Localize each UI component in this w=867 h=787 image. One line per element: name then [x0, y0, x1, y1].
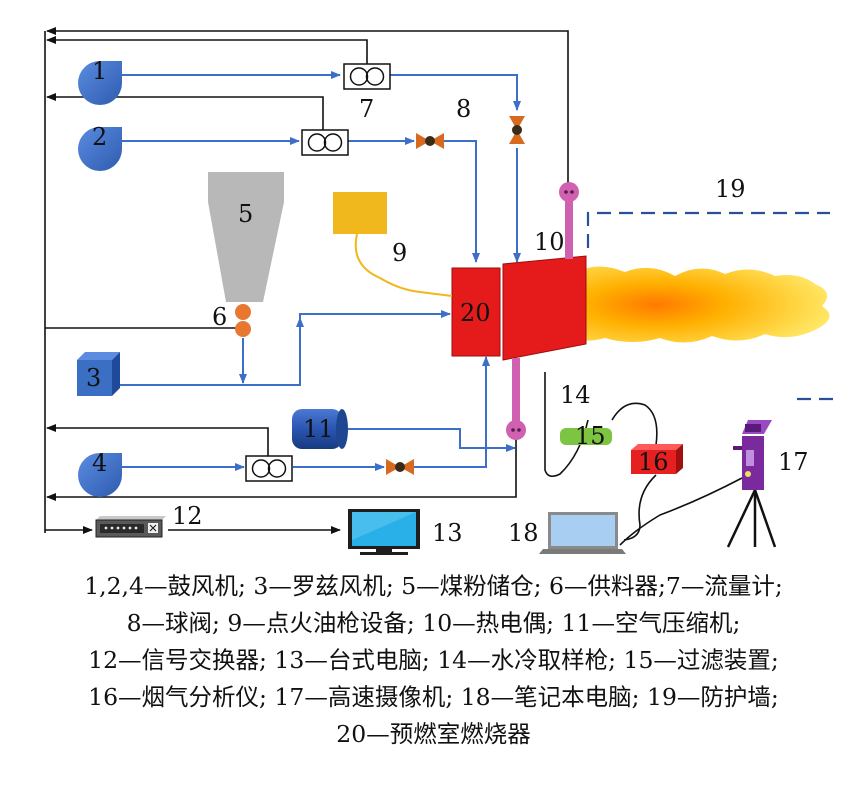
blower-2-icon	[78, 127, 122, 171]
gas-analyzer-16	[631, 444, 683, 474]
label-7: 7	[359, 95, 374, 123]
protective-wall-19	[586, 211, 833, 401]
signal-switch-12-icon	[95, 516, 166, 538]
thermocouple-10	[506, 182, 579, 440]
caption-line-5: 20—预燃室燃烧器	[336, 720, 531, 748]
label-4: 4	[92, 449, 107, 477]
ball-valve-vertical-icon	[509, 116, 525, 144]
feeder-6	[235, 304, 251, 337]
caption-line-3: 12—信号交换器; 13—台式电脑; 14—水冷取样枪; 15—过滤装置;	[88, 646, 779, 674]
label-12: 12	[172, 502, 203, 530]
combustor-20	[451, 255, 587, 361]
blower-4-icon	[78, 453, 122, 497]
label-16: 16	[638, 448, 669, 476]
figure-caption: 1,2,4—鼓风机; 3—罗兹风机; 5—煤粉储仓; 6—供料器;7—流量计; …	[0, 568, 867, 753]
label-10: 10	[534, 228, 565, 256]
label-11: 11	[303, 415, 334, 443]
label-18: 18	[508, 519, 539, 547]
label-3: 3	[86, 364, 101, 392]
number-labels: 1 2 3 4 5 6 7 8 9 10 11 12 13 14 15 16 1…	[86, 57, 809, 547]
desktop-computer-13-icon	[348, 509, 420, 555]
experimental-system-diagram: 1 2 3 4 5 6 7 8 9 10 11 12 13 14 15 16 1…	[44, 27, 833, 555]
label-15: 15	[575, 422, 606, 450]
ignition-device-9	[333, 192, 453, 297]
label-19: 19	[715, 175, 746, 203]
caption-line-1: 1,2,4—鼓风机; 3—罗兹风机; 5—煤粉储仓; 6—供料器;7—流量计;	[84, 572, 783, 600]
ball-valve-row2-icon	[416, 133, 444, 149]
air-supply-lines	[120, 71, 521, 471]
label-9: 9	[392, 239, 407, 267]
laptop-18-icon	[539, 512, 626, 554]
label-1: 1	[92, 57, 107, 85]
flowmeter-row4	[245, 455, 293, 482]
label-20: 20	[460, 299, 491, 327]
air-compressor-11	[292, 409, 348, 449]
ball-valve-row4-icon	[386, 459, 414, 475]
label-5: 5	[238, 200, 253, 228]
filter-15	[560, 428, 612, 445]
caption-line-2: 8—球阀; 9—点火油枪设备; 10—热电偶; 11—空气压缩机;	[126, 609, 741, 637]
signal-lines	[44, 27, 743, 546]
roots-blower-3-icon	[77, 352, 120, 396]
flowmeter-row1	[343, 63, 391, 90]
label-13: 13	[432, 519, 463, 547]
label-2: 2	[92, 123, 107, 151]
label-6: 6	[212, 303, 227, 331]
coal-hopper-5	[208, 172, 284, 302]
flowmeter-row2	[301, 129, 349, 156]
label-14: 14	[560, 381, 591, 409]
flame	[582, 266, 830, 343]
high-speed-camera-17-icon	[726, 420, 777, 548]
caption-line-4: 16—烟气分析仪; 17—高速摄像机; 18—笔记本电脑; 19—防护墙;	[88, 683, 779, 711]
label-8: 8	[456, 95, 471, 123]
label-17: 17	[778, 448, 809, 476]
blower-1-icon	[78, 61, 122, 105]
